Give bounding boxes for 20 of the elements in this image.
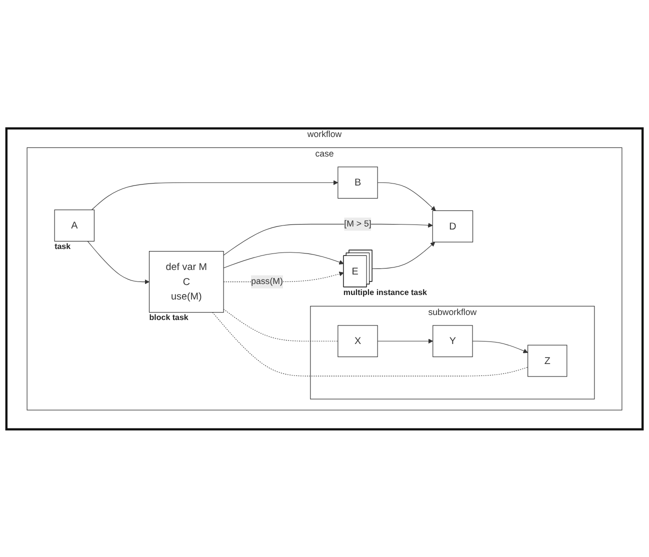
arrow [223,252,344,268]
node-caption: multiple instance task [343,288,428,298]
node-box: Y [432,324,473,357]
arrow [87,240,150,284]
arrow [377,182,436,211]
node-box: Z [528,344,568,376]
arrow [472,340,528,353]
arrow [372,241,436,269]
node-box: X [338,324,378,357]
node-box: B [338,166,378,198]
node-box: def var M C use(M) [148,250,224,312]
node-box: D [432,210,474,242]
edge-label: [M > 5] [344,218,372,228]
arrow [377,338,434,344]
edge-label: pass(M) [251,276,283,286]
node-box: A [54,209,94,242]
arrow [91,180,338,210]
connector [212,312,528,376]
connector [223,308,338,342]
node-caption: block task [149,312,188,323]
